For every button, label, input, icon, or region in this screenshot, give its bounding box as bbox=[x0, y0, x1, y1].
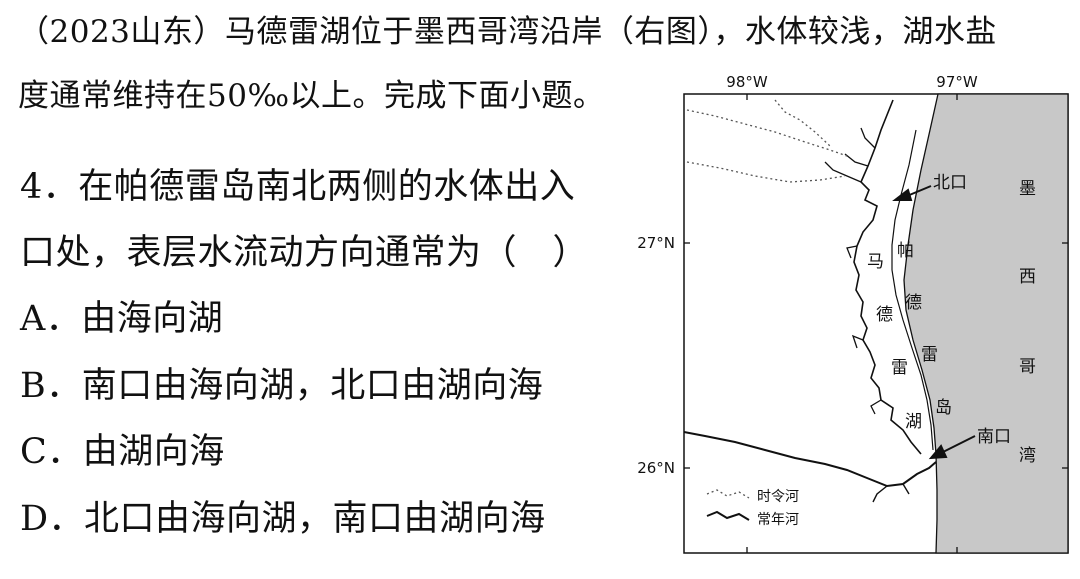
perennial-river-south bbox=[683, 431, 937, 488]
mainland-bays bbox=[824, 127, 882, 415]
legend-perennial-label: 常年河 bbox=[757, 512, 799, 528]
lon-label-97w: 97°W bbox=[936, 73, 978, 91]
option-d[interactable]: D．北口由海向湖，南口由湖向海 bbox=[20, 499, 546, 539]
legend-perennial-symbol bbox=[706, 510, 750, 521]
lon-label-98w: 98°W bbox=[726, 73, 768, 91]
intro-line-2: 度通常维持在50‰以上。完成下面小题。 bbox=[18, 78, 605, 114]
gulf-char-3: 哥 bbox=[1019, 357, 1036, 377]
gulf-char-1: 墨 bbox=[1019, 179, 1036, 199]
question-stem-line-2: 口处，表层水流动方向通常为（ ） bbox=[20, 233, 589, 273]
north-inlet-label: 北口 bbox=[933, 173, 967, 193]
inlet-arrows bbox=[892, 185, 976, 460]
intro-line-1: （2023山东）马德雷湖位于墨西哥湾沿岸（右图），水体较浅，湖水盐 bbox=[18, 14, 997, 50]
island-char-3: 雷 bbox=[921, 345, 938, 365]
gulf-sea bbox=[903, 93, 1069, 554]
island-char-1: 帕 bbox=[897, 241, 914, 261]
lagoon-char-4: 湖 bbox=[905, 412, 922, 432]
question-stem-line-1: 4．在帕德雷岛南北两侧的水体出入 bbox=[20, 167, 576, 207]
lat-label-27n: 27°N bbox=[637, 234, 675, 252]
lat-label-26n: 26°N bbox=[637, 459, 675, 477]
south-inlet-label: 南口 bbox=[977, 427, 1011, 447]
option-c[interactable]: C．由湖向海 bbox=[20, 432, 225, 472]
perennial-river-branch bbox=[872, 483, 910, 503]
lagoon-char-2: 德 bbox=[876, 305, 893, 325]
gulf-char-4: 湾 bbox=[1019, 446, 1036, 466]
legend-intermittent-label: 时令河 bbox=[757, 489, 799, 505]
lagoon-mainland-shore bbox=[853, 99, 922, 455]
lagoon-char-3: 雷 bbox=[891, 358, 908, 378]
intermittent-rivers bbox=[686, 99, 848, 183]
tick-marks bbox=[684, 94, 1068, 553]
lagoon-char-1: 马 bbox=[867, 252, 884, 272]
gulf-char-2: 西 bbox=[1019, 267, 1036, 287]
map-legend: 时令河 常年河 bbox=[706, 489, 799, 528]
island-char-2: 德 bbox=[905, 293, 922, 313]
option-b[interactable]: B．南口由海向湖，北口由湖向海 bbox=[20, 366, 544, 406]
laguna-madre-map: 98°W 97°W 27°N 26°N 北口 南口 帕 bbox=[637, 73, 1069, 554]
option-a[interactable]: A．由海向湖 bbox=[20, 299, 224, 339]
island-char-4: 岛 bbox=[935, 398, 952, 418]
